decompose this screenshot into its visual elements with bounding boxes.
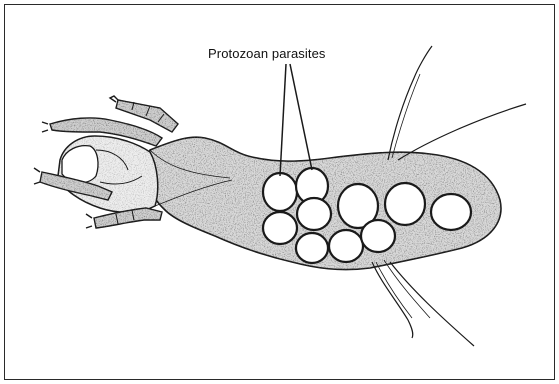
parasite-cell [297, 198, 331, 230]
parasite-cell [361, 220, 395, 252]
parasite-cell [385, 183, 425, 225]
label-pointer-lines [280, 64, 312, 176]
parasite-cell [263, 173, 297, 211]
parasites-label: Protozoan parasites [208, 46, 326, 61]
parasite-cell [329, 230, 363, 262]
parasite-cell [296, 233, 328, 263]
parasite-cell [263, 212, 297, 244]
parasite-cell [431, 194, 471, 230]
